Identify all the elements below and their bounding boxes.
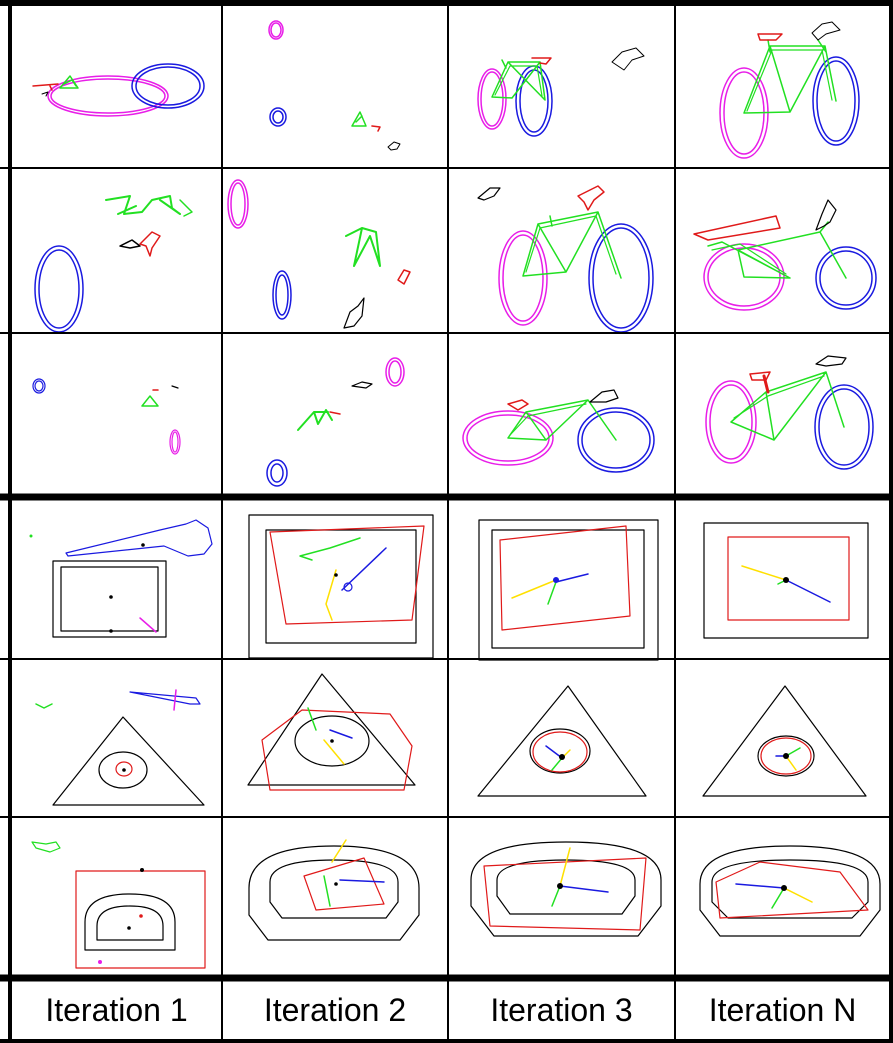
bike-row2-iter2	[228, 180, 410, 328]
bike-row1-iter1	[33, 64, 204, 116]
bike-row2-iterN	[694, 200, 876, 310]
clock-row4-iter3	[479, 520, 658, 660]
clock-row4-iter2	[249, 515, 433, 658]
clock-row5-iter2	[248, 674, 415, 790]
bike-row3-iter1	[33, 379, 180, 454]
clock-row6-iter2	[249, 840, 419, 940]
clock-row5-iter3	[478, 686, 646, 796]
clock-row6-iter3	[471, 842, 661, 936]
clock-row6-iter1	[32, 842, 205, 968]
bike-row3-iter2	[267, 358, 404, 486]
iteration-3-label: Iteration 3	[449, 981, 674, 1039]
iteration-2-label: Iteration 2	[223, 981, 447, 1039]
iteration-1-label: Iteration 1	[12, 981, 221, 1039]
bike-row3-iter3	[463, 390, 654, 472]
clock-row5-iter1	[36, 690, 204, 805]
bike-row3-iterN	[706, 356, 873, 469]
bike-row1-iter3	[478, 48, 644, 136]
bike-row2-iter3	[478, 186, 653, 332]
clock-row5-iterN	[703, 686, 866, 796]
bike-row1-iterN	[720, 22, 859, 158]
clock-row6-iterN	[700, 846, 880, 936]
clock-row4-iterN	[704, 523, 868, 638]
bike-row2-iter1	[35, 196, 192, 332]
clock-row4-iter1	[30, 520, 213, 637]
iteration-n-label: Iteration N	[676, 981, 889, 1039]
bike-row1-iter2	[269, 21, 400, 150]
